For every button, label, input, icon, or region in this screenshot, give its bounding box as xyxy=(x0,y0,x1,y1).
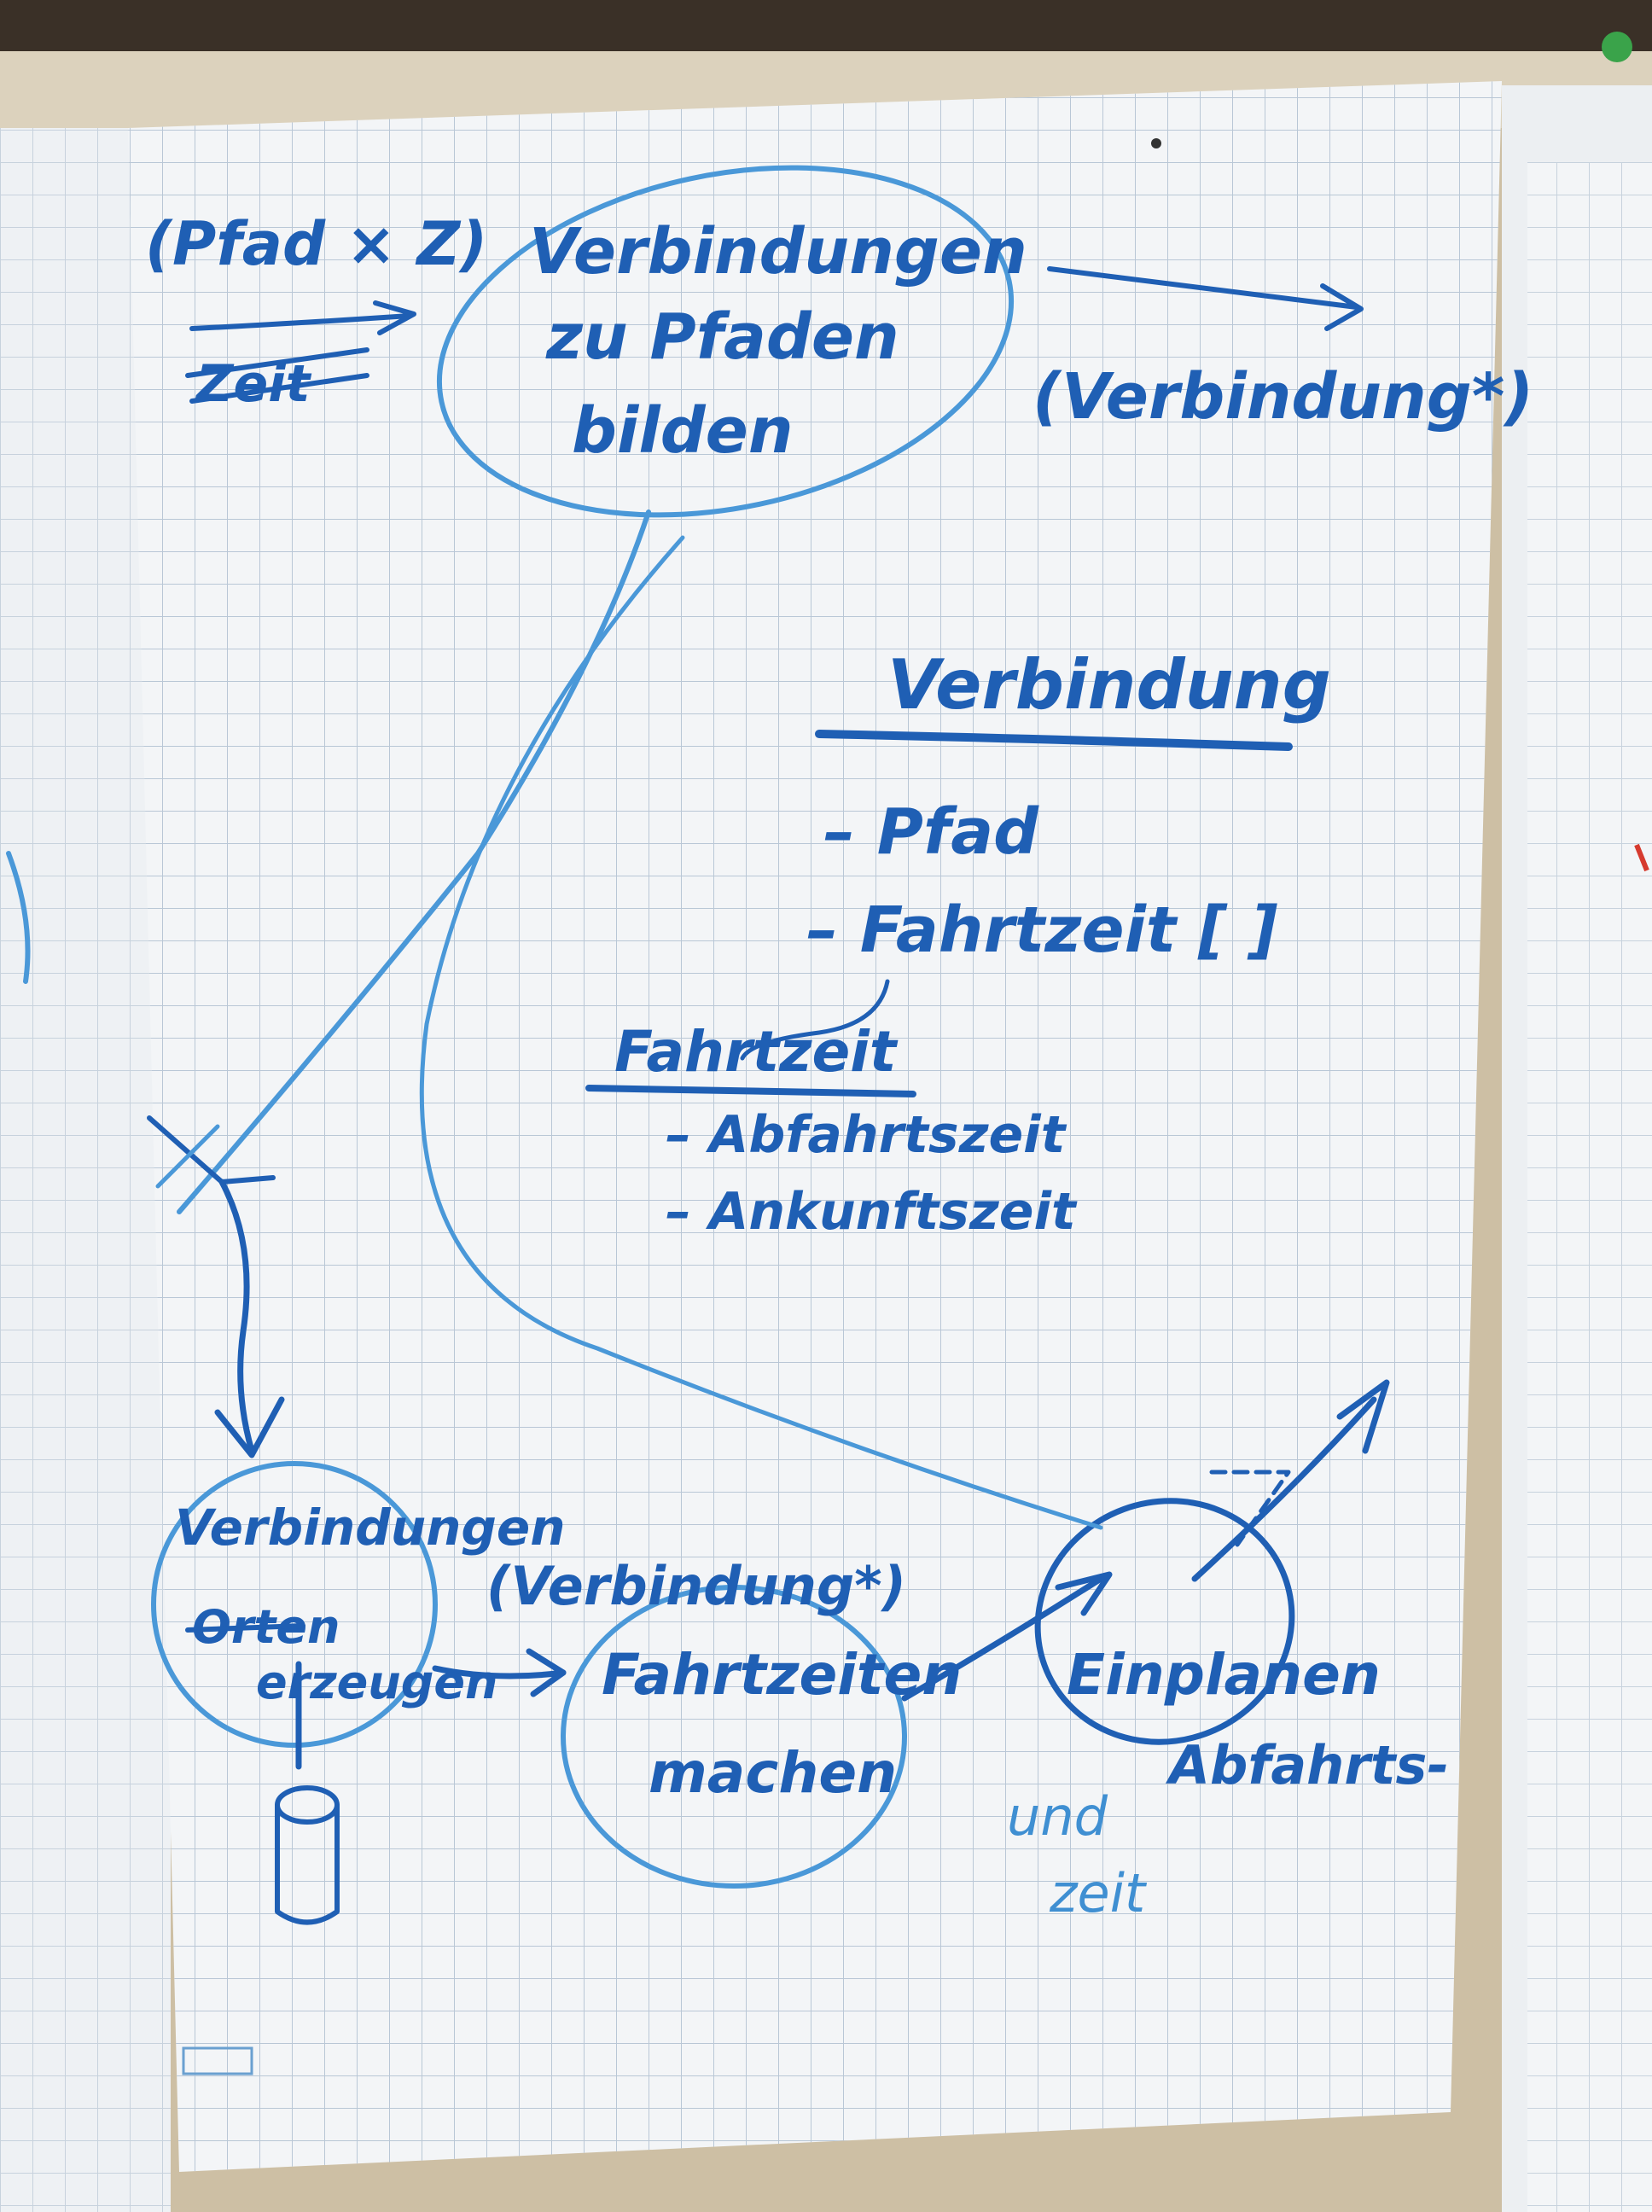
arrow-out-up-head xyxy=(1336,1379,1390,1454)
red-mark xyxy=(1634,843,1649,872)
note-abfahrts-3: zeit xyxy=(1049,1862,1148,1924)
entity-verbindung-field-1: – Pfad xyxy=(823,795,1039,869)
strike-zeit xyxy=(185,347,369,404)
node-bilden-ellipse xyxy=(436,165,1015,518)
entity-fahrtzeit-field-1: – Abfahrtszeit xyxy=(666,1105,1067,1165)
node-machen-line-1: Fahrtzeiten xyxy=(602,1642,962,1708)
sheet-logo xyxy=(182,2046,253,2075)
node-erzeugen-ellipse xyxy=(151,1461,438,1748)
arrow-to-einplanen-head xyxy=(1055,1571,1113,1616)
entity-fahrtzeit-underline xyxy=(585,1085,916,1097)
entity-verbindung-underline xyxy=(815,730,1293,751)
pin-hole xyxy=(1151,138,1161,148)
underline-small xyxy=(189,313,412,331)
node-bilden-line-2: zu Pfaden xyxy=(545,300,899,374)
note-pfad: (Pfad × Z) xyxy=(145,209,487,279)
node-erzeugen-line-3: erzeugen xyxy=(256,1656,497,1709)
note-zeit-struck: Zeit xyxy=(195,354,312,414)
green-pin xyxy=(1602,32,1632,62)
entity-fahrtzeit-title: Fahrtzeit xyxy=(614,1019,899,1085)
note-verbindung-in: (Verbindung*) xyxy=(486,1555,906,1617)
node-machen-line-2: machen xyxy=(649,1740,897,1806)
arrow-down-shaft xyxy=(218,1179,255,1454)
note-verbindung-out: (Verbindung*) xyxy=(1032,360,1533,434)
node-machen-ellipse xyxy=(561,1585,907,1889)
arrow-out-up xyxy=(1191,1396,1377,1582)
x-mark-cross xyxy=(155,1124,220,1189)
arrow-to-machen-head xyxy=(526,1648,567,1697)
arrow-right-top xyxy=(1047,266,1359,310)
node-einplanen-line-1: Einplanen xyxy=(1067,1642,1381,1708)
dashed-loop xyxy=(1209,1470,1291,1547)
underline-small-head xyxy=(373,300,416,335)
node-bilden-line-1: Verbindungen xyxy=(529,215,1027,288)
arrow-right-top-head xyxy=(1320,283,1364,331)
arrow-to-machen xyxy=(432,1665,567,1679)
entity-verbindung-field-2: – Fahrtzeit [ ] xyxy=(806,894,1278,967)
main-sheet-grid xyxy=(128,81,1502,2172)
left-sheet-stroke xyxy=(6,851,31,984)
entity-fahrtzeit-field-2: – Ankunftszeit xyxy=(666,1182,1078,1242)
arrow-down-head xyxy=(214,1396,285,1458)
flow-line-long xyxy=(419,535,1103,1530)
node-erzeugen-line-1: Verbindungen xyxy=(175,1499,566,1557)
right-sheet-grid xyxy=(1527,162,1652,2212)
entity-verbindung-title: Verbindung xyxy=(887,645,1331,725)
note-abfahrts-1: Abfahrts- xyxy=(1165,1734,1449,1796)
note-abfahrts-2: und xyxy=(1007,1785,1108,1848)
node-bilden-line-3: bilden xyxy=(572,394,794,468)
strike-orten xyxy=(185,1623,305,1633)
node-einplanen-ellipse xyxy=(1034,1498,1295,1745)
arrow-to-einplanen xyxy=(901,1575,1104,1702)
fahrtzeit-link xyxy=(740,979,890,1061)
db-body xyxy=(275,1802,340,1925)
